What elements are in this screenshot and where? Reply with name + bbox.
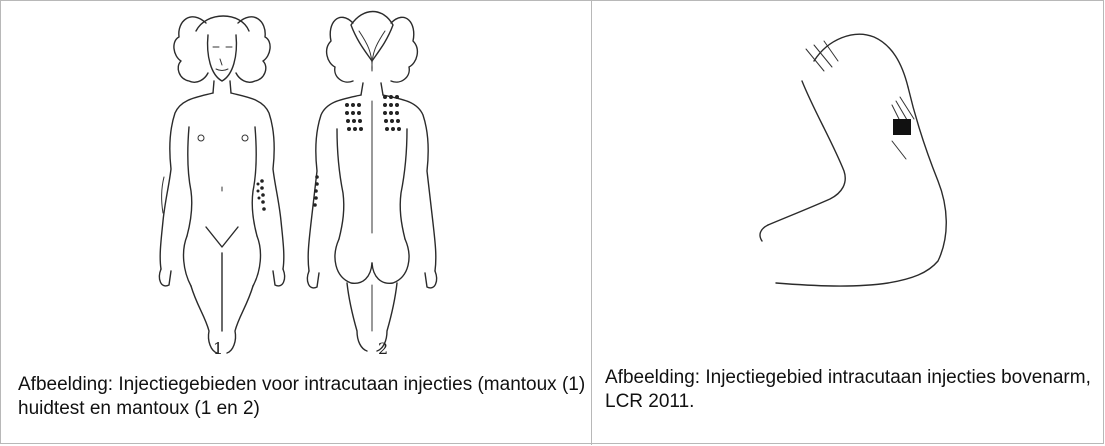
right-cell: Afbeelding: Injectiegebied intracutaan i…	[592, 1, 1104, 445]
back-body-illustration: 2	[1, 1, 591, 371]
injection-site-marker	[893, 119, 911, 135]
back-injection-dots-right	[383, 95, 401, 131]
back-injection-dots-left	[345, 103, 363, 131]
upper-arm-illustration	[592, 1, 1104, 361]
left-caption: Afbeelding: Injectiegebieden voor intrac…	[18, 373, 588, 421]
left-cell: 1	[1, 1, 591, 445]
right-caption: Afbeelding: Injectiegebied intracutaan i…	[605, 366, 1100, 414]
figure-label-2: 2	[378, 339, 388, 358]
